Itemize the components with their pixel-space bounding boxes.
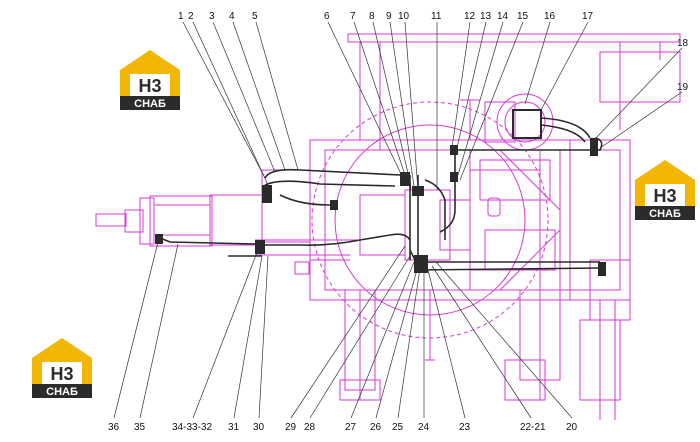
part-label-14: 14	[497, 11, 509, 22]
part-label-18: 18	[677, 38, 689, 49]
part-label-5: 5	[252, 11, 258, 22]
part-label-9: 9	[386, 11, 392, 22]
cylinder-body	[209, 194, 263, 246]
part-label-34-33-32: 34-33-32	[172, 422, 212, 433]
part-label-11: 11	[431, 11, 442, 22]
hose-left	[159, 237, 256, 245]
part-label-23: 23	[459, 422, 471, 433]
part-label-31: 31	[228, 422, 240, 433]
part-label-29: 29	[285, 422, 297, 433]
right-part-labels: 18 19	[677, 38, 689, 93]
part-label-35: 35	[134, 422, 146, 433]
hose-lower	[265, 233, 411, 246]
part-label-26: 26	[370, 422, 382, 433]
part-label-24: 24	[418, 422, 430, 433]
part-label-25: 25	[392, 422, 404, 433]
watermark-logo-top-left: H3 СНАБ	[120, 50, 180, 110]
part-label-6: 6	[324, 11, 330, 22]
logo-mark: H3	[50, 364, 73, 384]
hose-upper	[264, 168, 412, 191]
leader-lines	[113, 21, 683, 419]
part-label-20: 20	[566, 422, 578, 433]
part-label-10: 10	[398, 11, 410, 22]
part-label-4: 4	[229, 11, 235, 22]
logo-text: СНАБ	[46, 386, 78, 398]
part-label-3: 3	[209, 11, 215, 22]
hydraulic-hoses	[159, 117, 603, 271]
part-label-17: 17	[582, 11, 594, 22]
bottom-part-labels: 36 35 34-33-32 31 30 29 28 27 26 25 24 2…	[108, 422, 578, 433]
part-label-27: 27	[345, 422, 357, 433]
part-label-2: 2	[188, 11, 194, 22]
logo-text: СНАБ	[649, 208, 681, 220]
part-label-36: 36	[108, 422, 120, 433]
logo-mark: H3	[653, 186, 676, 206]
part-label-1: 1	[178, 11, 184, 22]
piston-rod	[95, 213, 127, 227]
part-label-30: 30	[253, 422, 265, 433]
part-label-28: 28	[304, 422, 316, 433]
watermark-logo-bottom-left: H3 СНАБ	[32, 338, 92, 398]
top-frame	[347, 33, 681, 43]
top-part-labels: 1 2 3 4 5 6 7 8 9 10 11 12 13 14 15 16 1…	[178, 11, 594, 22]
part-label-19: 19	[677, 82, 689, 93]
part-label-8: 8	[369, 11, 375, 22]
logo-text: СНАБ	[134, 98, 166, 110]
part-label-12: 12	[464, 11, 476, 22]
part-label-15: 15	[517, 11, 529, 22]
part-label-13: 13	[480, 11, 492, 22]
logo-mark: H3	[138, 76, 161, 96]
watermark-logo-right: H3 СНАБ	[635, 160, 695, 220]
part-label-22-21: 22-21	[520, 422, 546, 433]
part-label-16: 16	[544, 11, 556, 22]
machine-outline	[95, 33, 681, 420]
part-label-7: 7	[350, 11, 356, 22]
